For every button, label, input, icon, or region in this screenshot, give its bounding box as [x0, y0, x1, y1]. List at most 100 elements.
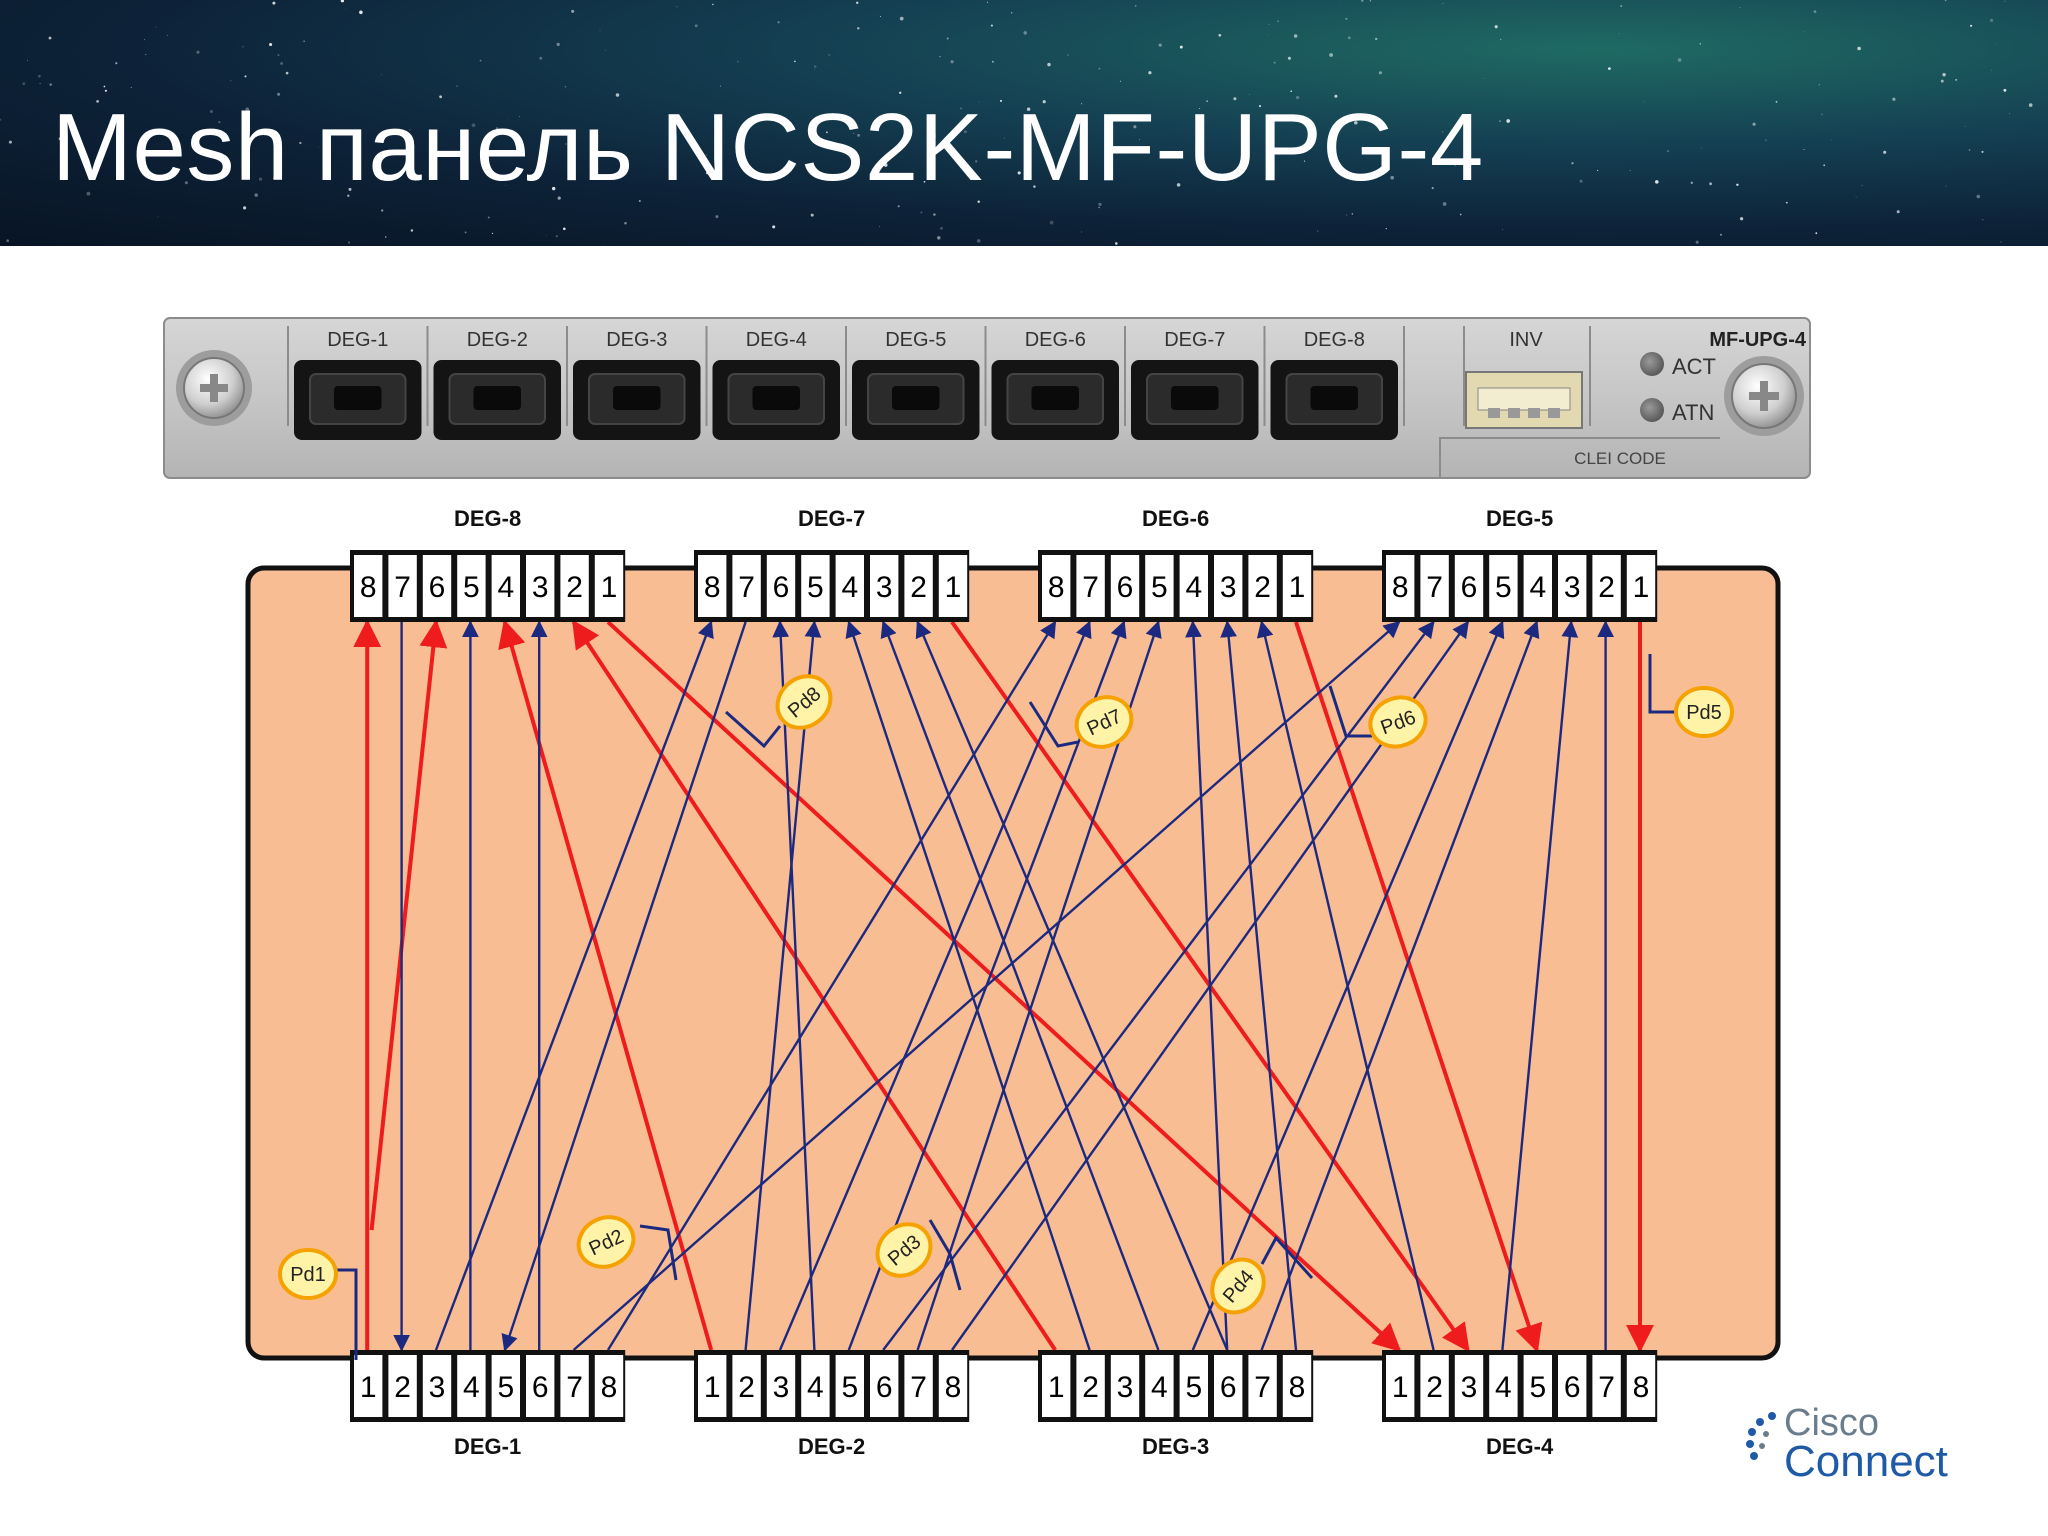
star — [1506, 119, 1511, 123]
fiber-cell — [1420, 1355, 1449, 1417]
star — [907, 134, 908, 136]
star — [1720, 233, 1722, 236]
fiber-cell — [354, 555, 383, 617]
star — [1459, 213, 1462, 216]
fiber-number: 7 — [738, 571, 755, 604]
star — [1249, 94, 1251, 95]
panel-port-deg-4[interactable]: DEG-4 — [705, 326, 841, 440]
fiber-cell — [1420, 555, 1449, 617]
fiber-number: 1 — [1048, 1371, 1065, 1404]
fiber-number: 4 — [1185, 571, 1202, 604]
star — [1467, 156, 1470, 158]
star — [1003, 137, 1005, 139]
fiber-cell — [835, 555, 864, 617]
fiber-number: 8 — [1048, 571, 1065, 604]
panel-port-label: DEG-3 — [606, 329, 667, 351]
fiber-number: 4 — [841, 571, 858, 604]
star — [1119, 80, 1121, 82]
star — [1385, 228, 1387, 230]
fiber-number: 8 — [1392, 571, 1409, 604]
rx-line — [882, 620, 1435, 1351]
star — [940, 226, 943, 230]
fiber-number: 8 — [1289, 1371, 1306, 1404]
panel-port-deg-8[interactable]: DEG-8 — [1263, 326, 1405, 440]
star — [973, 177, 975, 180]
star — [1821, 113, 1823, 116]
star — [1098, 202, 1102, 207]
panel-port-deg-3[interactable]: DEG-3 — [566, 326, 701, 440]
star — [347, 194, 350, 198]
fiber-cell — [1214, 555, 1243, 617]
panel-port-label: DEG-4 — [746, 329, 807, 351]
star — [706, 154, 708, 156]
star — [1484, 78, 1485, 80]
star — [920, 211, 923, 214]
star — [1785, 201, 1788, 204]
fiber-cell — [1042, 555, 1071, 617]
star — [230, 80, 232, 82]
star — [1026, 107, 1031, 111]
star — [48, 36, 52, 40]
star — [1158, 43, 1162, 47]
fiber-cell — [1454, 1355, 1484, 1417]
star — [277, 54, 280, 57]
tx-line-deg8-deg4 — [606, 620, 1402, 1352]
star — [1892, 97, 1896, 101]
star — [933, 213, 936, 216]
star — [814, 69, 815, 71]
fiber-number: 1 — [1392, 1371, 1409, 1404]
panel-port-deg-7[interactable]: DEG-7 — [1124, 326, 1259, 440]
panel-port-deg-2[interactable]: DEG-2 — [426, 326, 562, 440]
star — [777, 21, 780, 24]
rx-line — [845, 620, 1091, 1351]
star — [1699, 43, 1702, 45]
star — [876, 170, 880, 174]
photodiode-pd6: Pd6 — [1328, 685, 1428, 749]
fiber-number: 4 — [1151, 1371, 1168, 1404]
fiber-cell — [1248, 555, 1277, 617]
fiber-number: 5 — [497, 1371, 514, 1404]
star — [479, 59, 482, 62]
star — [1968, 149, 1971, 151]
fiber-cell — [422, 555, 452, 617]
fiber-number: 3 — [1117, 1371, 1134, 1404]
cisco-connect-logo: Cisco Connect — [1744, 1404, 1948, 1484]
fiber-cell — [1592, 1355, 1621, 1417]
star — [853, 132, 855, 134]
inv-usb-port[interactable]: INV — [1463, 326, 1591, 429]
star — [1944, 0, 1947, 2]
panel-port-deg-5[interactable]: DEG-5 — [845, 326, 980, 440]
star — [317, 146, 319, 148]
fiber-cell — [1523, 1355, 1552, 1417]
fiber-number: 5 — [841, 1371, 858, 1404]
panel-port-deg-1[interactable]: DEG-1 — [287, 326, 422, 440]
panel-port-label: DEG-2 — [467, 329, 528, 351]
star — [737, 61, 739, 63]
star — [1571, 162, 1574, 165]
star — [907, 124, 909, 126]
star — [1765, 139, 1767, 141]
star — [491, 232, 494, 235]
star — [1345, 214, 1348, 216]
star — [280, 62, 283, 65]
star — [1293, 34, 1298, 38]
star — [1629, 169, 1631, 171]
fiber-cell — [732, 555, 761, 617]
connector-label: DEG-7 — [798, 506, 865, 531]
star — [1295, 95, 1300, 100]
fiber-cell — [1248, 1355, 1277, 1417]
fiber-number: 7 — [1598, 1371, 1615, 1404]
fiber-cell — [457, 555, 486, 617]
fiber-cell — [491, 1355, 520, 1417]
rx-line — [606, 620, 1057, 1351]
connector-label: DEG-2 — [798, 1434, 865, 1459]
fiber-cell — [1145, 1355, 1174, 1417]
fiber-cell — [1042, 1355, 1071, 1417]
star — [939, 55, 941, 58]
cisco-dots-icon — [1746, 1412, 1776, 1460]
fiber-number: 4 — [1529, 571, 1546, 604]
star — [1273, 61, 1276, 64]
panel-port-deg-6[interactable]: DEG-6 — [984, 326, 1120, 440]
